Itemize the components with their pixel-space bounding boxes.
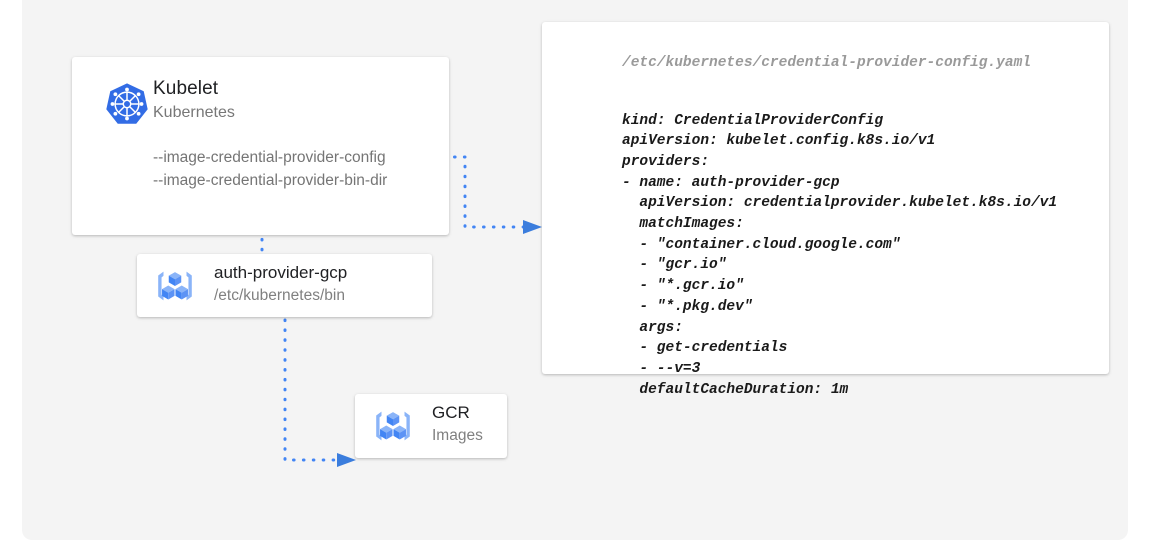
gcr-node-card[interactable]: GCR Images: [355, 394, 507, 458]
diagram-canvas: Kubelet Kubernetes --image-credential-pr…: [22, 0, 1128, 540]
connector-auth-provider-to-gcr: [283, 318, 356, 467]
config-file-path: /etc/kubernetes/credential-provider-conf…: [622, 55, 1031, 71]
container-package-icon: [158, 271, 192, 301]
kubernetes-wheel-icon: [106, 83, 148, 124]
kubelet-flag-image-credential-provider-bin-dir: --image-credential-provider-bin-dir: [153, 172, 388, 189]
kubelet-flag-image-credential-provider-config: --image-credential-provider-config: [153, 149, 386, 166]
gcr-title: GCR: [432, 403, 470, 422]
auth-provider-gcp-title: auth-provider-gcp: [214, 263, 348, 282]
config-file-content: kind: CredentialProviderConfig apiVersio…: [622, 112, 1058, 398]
container-package-icon: [376, 411, 410, 441]
auth-provider-gcp-node-card[interactable]: auth-provider-gcp /etc/kubernetes/bin: [137, 254, 432, 317]
gcr-subtitle: Images: [432, 427, 483, 444]
kubelet-node-card[interactable]: Kubelet Kubernetes --image-credential-pr…: [72, 57, 449, 235]
auth-provider-gcp-subtitle: /etc/kubernetes/bin: [214, 287, 345, 304]
credential-provider-config-panel[interactable]: /etc/kubernetes/credential-provider-conf…: [542, 22, 1109, 398]
kubelet-title: Kubelet: [153, 78, 219, 99]
kubelet-subtitle: Kubernetes: [153, 104, 235, 121]
